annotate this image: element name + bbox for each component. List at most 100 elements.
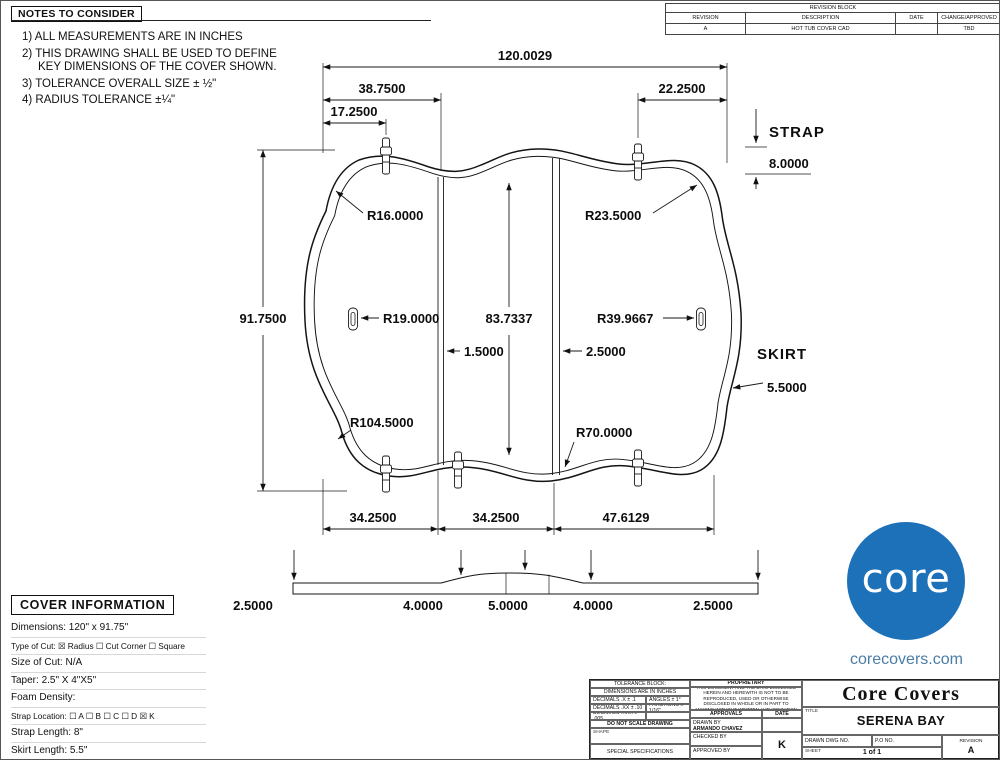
- dim-radius-top-left: R16.0000: [335, 190, 423, 223]
- cover-info-dimensions: Dimensions: 120" x 91.75": [11, 620, 206, 638]
- cover-info-size-of-cut: Size of Cut: N/A: [11, 655, 206, 673]
- note-item: 3) TOLERANCE OVERALL SIZE ± ½": [22, 77, 217, 90]
- description-col-header: DESCRIPTION: [746, 13, 896, 24]
- dim-radius-left: R19.0000: [361, 311, 439, 326]
- approvals-header: APPROVALS: [690, 710, 762, 718]
- date-col-header: DATE: [896, 13, 938, 24]
- dim-38-label: 38.7500: [359, 81, 406, 96]
- date-header: DATE: [762, 710, 802, 718]
- drawn-date-cell: [762, 718, 802, 732]
- profile-dim-0: 2.5000: [233, 598, 273, 613]
- sheet-cell: SHEET 1 of 1: [802, 747, 942, 759]
- checked-by-cell: CHECKED BY: [690, 732, 762, 746]
- cover-info-strap-location: Strap Location: ☐ A ☐ B ☐ C ☐ D ☒ K: [11, 708, 206, 725]
- strap-top-left-icon: [380, 137, 392, 175]
- date-cell: [896, 24, 938, 34]
- tolerance-fractions: FRACTIONS ± 1/16": [646, 704, 690, 712]
- core-logo: core: [847, 522, 965, 640]
- corecovers-site-text: corecovers.com: [850, 651, 963, 668]
- do-not-scale: DO NOT SCALE DRAWING: [590, 720, 690, 728]
- dim-skirt: SKIRT 5.5000: [732, 346, 807, 395]
- r39-label: R39.9667: [597, 311, 653, 326]
- shape-cell: SHAPE: [590, 728, 690, 744]
- dim-hinge-gap-left: 1.5000: [447, 344, 504, 359]
- dim-1-5-label: 1.5000: [464, 344, 504, 359]
- cover-info-strap-length: Strap Length: 8": [11, 725, 206, 743]
- revision-cell: A: [666, 24, 746, 34]
- tolerance-decimals-xxx: DECIMALS .XXX ± .005: [590, 712, 646, 720]
- note-item: 1) ALL MEASUREMENTS ARE IN INCHES: [22, 31, 243, 43]
- profile-dim-4: 2.5000: [693, 598, 733, 613]
- drawing-title-cell: TITLE SERENA BAY: [802, 707, 999, 735]
- revision-block-title: REVISION BLOCK: [666, 4, 999, 13]
- dim-22-label: 22.2500: [659, 81, 706, 96]
- r104-label: R104.5000: [350, 415, 414, 430]
- dim-strap-length: STRAP 8.0000: [745, 109, 825, 189]
- dim-bottom-chain: 34.2500 34.2500 47.6129: [322, 471, 715, 535]
- notes-divider: [11, 20, 431, 21]
- description-cell: HOT TUB COVER CAD: [746, 24, 896, 34]
- change-col-header: CHANGE/APPROVED: [938, 13, 999, 24]
- dim-radius-top-right: R23.5000: [585, 184, 698, 223]
- shape-label: SHAPE: [593, 730, 610, 735]
- dim-91-label: 91.7500: [240, 311, 287, 326]
- tolerance-empty: [646, 712, 690, 720]
- strap-bottom-center-icon: [452, 451, 464, 489]
- notes-title: NOTES TO CONSIDER: [11, 6, 142, 22]
- dwg-no-cell: DRAWN DWG NO.: [802, 735, 872, 747]
- profile-dim-3: 4.0000: [573, 598, 613, 613]
- cover-info-skirt-length: Skirt Length: 5.5": [11, 743, 206, 760]
- title-label: TITLE: [805, 709, 819, 714]
- tolerance-angles: ANGLES ± 1°: [646, 696, 690, 704]
- dim-inner-height: 83.7337: [486, 183, 533, 455]
- tolerance-units: DIMENSIONS ARE IN INCHES: [590, 688, 690, 696]
- po-no-cell: P.O NO.: [872, 735, 942, 747]
- dim-skirt-length-label: 5.5000: [767, 380, 807, 395]
- r16-label: R16.0000: [367, 208, 423, 223]
- tolerance-decimals-xx: DECIMALS .XX ± .10: [590, 704, 646, 712]
- cover-info-foam-density: Foam Density:: [11, 690, 206, 708]
- revision-value: A: [967, 744, 975, 755]
- dim-radius-right: R39.9667: [597, 311, 694, 326]
- dim-top-right: 22.2500: [637, 81, 727, 138]
- revision-block: REVISION BLOCK REVISION DESCRIPTION DATE…: [665, 3, 999, 35]
- revision-col-header: REVISION: [666, 13, 746, 24]
- drawn-by-value: ARMANDO CHAVEZ: [693, 726, 743, 732]
- drawing-title: SERENA BAY: [856, 713, 946, 729]
- dim-strap-length-label: 8.0000: [769, 156, 809, 171]
- profile-dim-2: 5.0000: [488, 598, 528, 613]
- r70-label: R70.0000: [576, 425, 632, 440]
- change-cell: TBD: [963, 26, 975, 32]
- notes-block: NOTES TO CONSIDER 1) ALL MEASUREMENTS AR…: [11, 4, 283, 108]
- cover-info-taper: Taper: 2.5" X 4"X5": [11, 673, 206, 690]
- dim-83-label: 83.7337: [486, 311, 533, 326]
- tolerance-decimals-x: DECIMALS .X ± .1: [590, 696, 646, 704]
- dim-2-5-label: 2.5000: [586, 344, 626, 359]
- handle-left-icon: [348, 307, 358, 331]
- strap-bottom-left-icon: [380, 455, 392, 493]
- cover-info-type-of-cut: Type of Cut: ☒ Radius ☐ Cut Corner ☐ Squ…: [11, 638, 206, 655]
- dim-17-label: 17.2500: [331, 104, 378, 119]
- cover-information: COVER INFORMATION Dimensions: 120" x 91.…: [11, 595, 206, 760]
- cover-hinge-lines: [437, 158, 560, 475]
- cover-information-title: COVER INFORMATION: [11, 595, 175, 615]
- dim-overall-width: 120.0029: [322, 48, 728, 163]
- note-item: 4) RADIUS TOLERANCE ±¼": [22, 94, 176, 106]
- profile-dim-1: 4.0000: [403, 598, 443, 613]
- strap-top-right-icon: [632, 143, 644, 181]
- proprietary-text: THIS DOCUMENT AND THE DATE DISCLOSED HER…: [690, 687, 802, 710]
- dim-overall-width-label: 120.0029: [498, 48, 552, 63]
- handle-right-icon: [696, 307, 706, 331]
- dim-top-left-inner: 17.2500: [323, 104, 387, 135]
- dim-bottom-center-label: 34.2500: [473, 510, 520, 525]
- note-item: 2) THIS DRAWING SHALL BE USED TO DEFINE …: [22, 47, 277, 74]
- r19-label: R19.0000: [383, 311, 439, 326]
- dim-hinge-gap-right: 2.5000: [563, 344, 626, 359]
- table-row: A HOT TUB COVER CAD TBD: [666, 24, 999, 34]
- dim-top-left-outer: 38.7500: [323, 81, 442, 171]
- proprietary-title: PROPRIETARY: [690, 680, 802, 687]
- strap-label: STRAP: [769, 124, 825, 141]
- drawn-by-label: DRAWN BY: [693, 720, 721, 726]
